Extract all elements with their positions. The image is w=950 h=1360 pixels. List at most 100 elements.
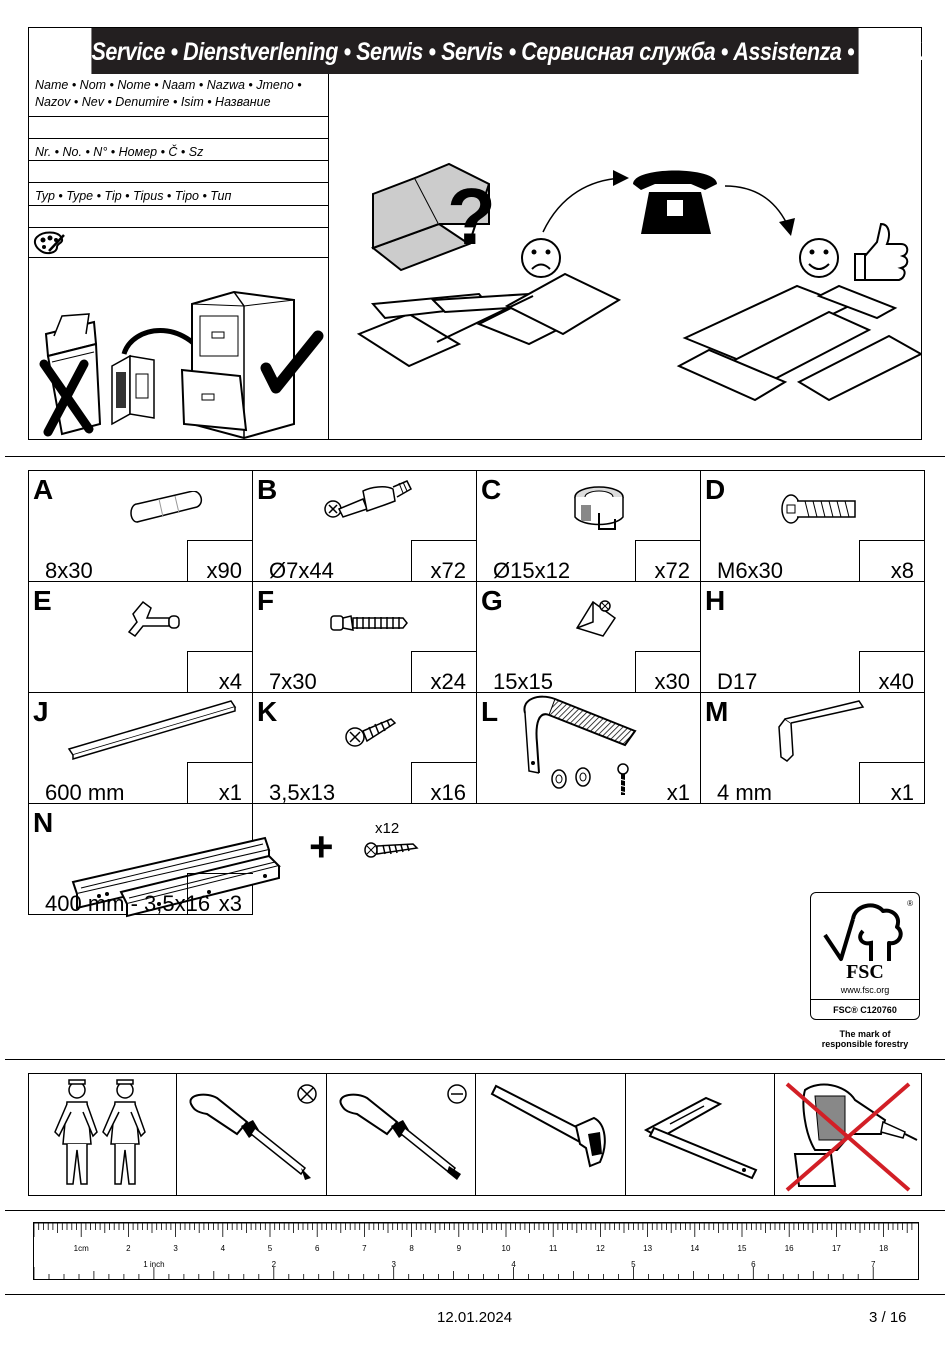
part-letter: K bbox=[257, 696, 278, 727]
tool-cell bbox=[476, 1074, 626, 1195]
ruler-inch-label: 7 bbox=[871, 1260, 876, 1269]
part-quantity: x16 bbox=[430, 780, 466, 805]
happy-face-icon bbox=[799, 238, 839, 278]
part-spec: 8x30 bbox=[45, 558, 93, 583]
part-quantity: x72 bbox=[654, 558, 690, 583]
fsc-tagline-line1: The mark of bbox=[839, 1029, 891, 1039]
ruler-cm-label: 18 bbox=[879, 1244, 888, 1253]
part-spec: 15x15 bbox=[493, 669, 553, 694]
part-quantity: x1 bbox=[666, 780, 690, 805]
service-title: Service • Dienstverlening • Serwis • Ser… bbox=[91, 28, 931, 74]
power-drill-crossed-icon bbox=[785, 1082, 918, 1192]
fsc-tree-icon bbox=[823, 903, 903, 961]
part-letter: M bbox=[705, 696, 729, 727]
ruler-cm-label: 14 bbox=[690, 1244, 699, 1253]
ruler-cm-label: 4 bbox=[221, 1244, 226, 1253]
part-letter: F bbox=[257, 585, 275, 616]
part-letter: L bbox=[481, 696, 499, 727]
part-letter: J bbox=[33, 696, 49, 727]
divider bbox=[5, 1294, 945, 1295]
part-spec: D17 bbox=[717, 669, 758, 694]
part-quantity: x1 bbox=[890, 780, 914, 805]
fsc-logo: ® FSC www.fsc.org FSC® C120760 bbox=[810, 892, 920, 1020]
palette-icon bbox=[33, 231, 65, 255]
part-spec: 400 mm - 3,5x16 bbox=[45, 891, 211, 916]
part-letter: H bbox=[705, 585, 726, 616]
ruler-cm-label: 13 bbox=[643, 1244, 652, 1253]
name-label-line1: Name • Nom • Nome • Naam • Nazwa • Jmeno… bbox=[35, 78, 302, 92]
quantity-box bbox=[187, 651, 253, 693]
ruler-cm-label: 2 bbox=[126, 1244, 131, 1253]
drawer-slide-icon bbox=[71, 836, 281, 918]
screw-quantity: x12 bbox=[375, 820, 400, 837]
quantity-box bbox=[411, 762, 477, 804]
service-flow-illustration: ? bbox=[356, 162, 921, 402]
part-quantity: x4 bbox=[218, 669, 242, 694]
ruler-inch-label: 2 bbox=[272, 1260, 277, 1269]
ruler-inch-label: 5 bbox=[631, 1260, 636, 1269]
footer-date: 12.01.2024 bbox=[437, 1309, 513, 1326]
ruler-cm-label: 11 bbox=[549, 1244, 558, 1253]
assembled-panels bbox=[676, 284, 921, 402]
cam-bolt-icon bbox=[324, 480, 412, 518]
tool-cell bbox=[626, 1074, 775, 1195]
divider bbox=[5, 456, 945, 457]
name-field: Name • Nom • Nome • Naam • Nazwa • Jmeno… bbox=[29, 74, 328, 117]
tools-row bbox=[28, 1073, 922, 1196]
quantity-box bbox=[859, 651, 925, 693]
part-spec: 3,5x13 bbox=[269, 780, 336, 805]
fsc-tagline-line2: responsible forestry bbox=[821, 1039, 909, 1049]
part-quantity: x90 bbox=[206, 558, 242, 583]
telephone-icon bbox=[633, 170, 717, 234]
quantity-box bbox=[411, 540, 477, 582]
quantity-box bbox=[187, 873, 253, 915]
cam-lock-icon bbox=[574, 486, 624, 530]
part-spec: 7x30 bbox=[269, 669, 317, 694]
screw-icon bbox=[364, 842, 419, 858]
part-spec: Ø15x12 bbox=[493, 558, 571, 583]
ruler-cm-label: 6 bbox=[315, 1244, 320, 1253]
tool-cell bbox=[29, 1074, 177, 1195]
part-letter: N bbox=[33, 807, 54, 838]
ruler-inch-label: 3 bbox=[391, 1260, 396, 1269]
ruler-cm-label: 9 bbox=[457, 1244, 462, 1253]
thumbs-up-icon bbox=[854, 222, 909, 281]
tool-cell bbox=[177, 1074, 327, 1195]
page-number: 3 / 16 bbox=[869, 1309, 907, 1326]
hammer-icon bbox=[490, 1084, 606, 1168]
palette-row bbox=[29, 228, 328, 258]
ruler-cm-label: 7 bbox=[362, 1244, 367, 1253]
corner-bracket-icon bbox=[575, 600, 617, 637]
quantity-box bbox=[187, 540, 253, 582]
screw-icon bbox=[345, 718, 397, 747]
ruler-cm-label: 3 bbox=[173, 1244, 178, 1253]
quantity-box bbox=[411, 651, 477, 693]
quantity-box bbox=[635, 540, 701, 582]
flat-screwdriver-icon bbox=[339, 1084, 467, 1180]
ruler-cm-label: 12 bbox=[596, 1244, 605, 1253]
ruler-cm-label: 1cm bbox=[74, 1244, 89, 1253]
fsc-reg: ® bbox=[907, 899, 913, 908]
manual-to-cabinet-icon bbox=[111, 290, 324, 439]
fsc-tagline: The mark of responsible forestry bbox=[805, 1029, 925, 1049]
quantity-box bbox=[859, 540, 925, 582]
part-cell-k: K 3,5x13 x16 bbox=[252, 692, 477, 805]
ruler-inch-label: 4 bbox=[511, 1260, 516, 1269]
svg-text:?: ? bbox=[447, 172, 496, 261]
phillips-screwdriver-icon bbox=[189, 1084, 317, 1180]
checkmark-icon bbox=[260, 330, 324, 394]
number-field: Nr. • No. • N° • Номер • Č • Sz bbox=[29, 139, 328, 161]
quantity-box bbox=[187, 762, 253, 804]
ruler-cm-label: 5 bbox=[268, 1244, 273, 1253]
number-blank bbox=[29, 161, 328, 183]
